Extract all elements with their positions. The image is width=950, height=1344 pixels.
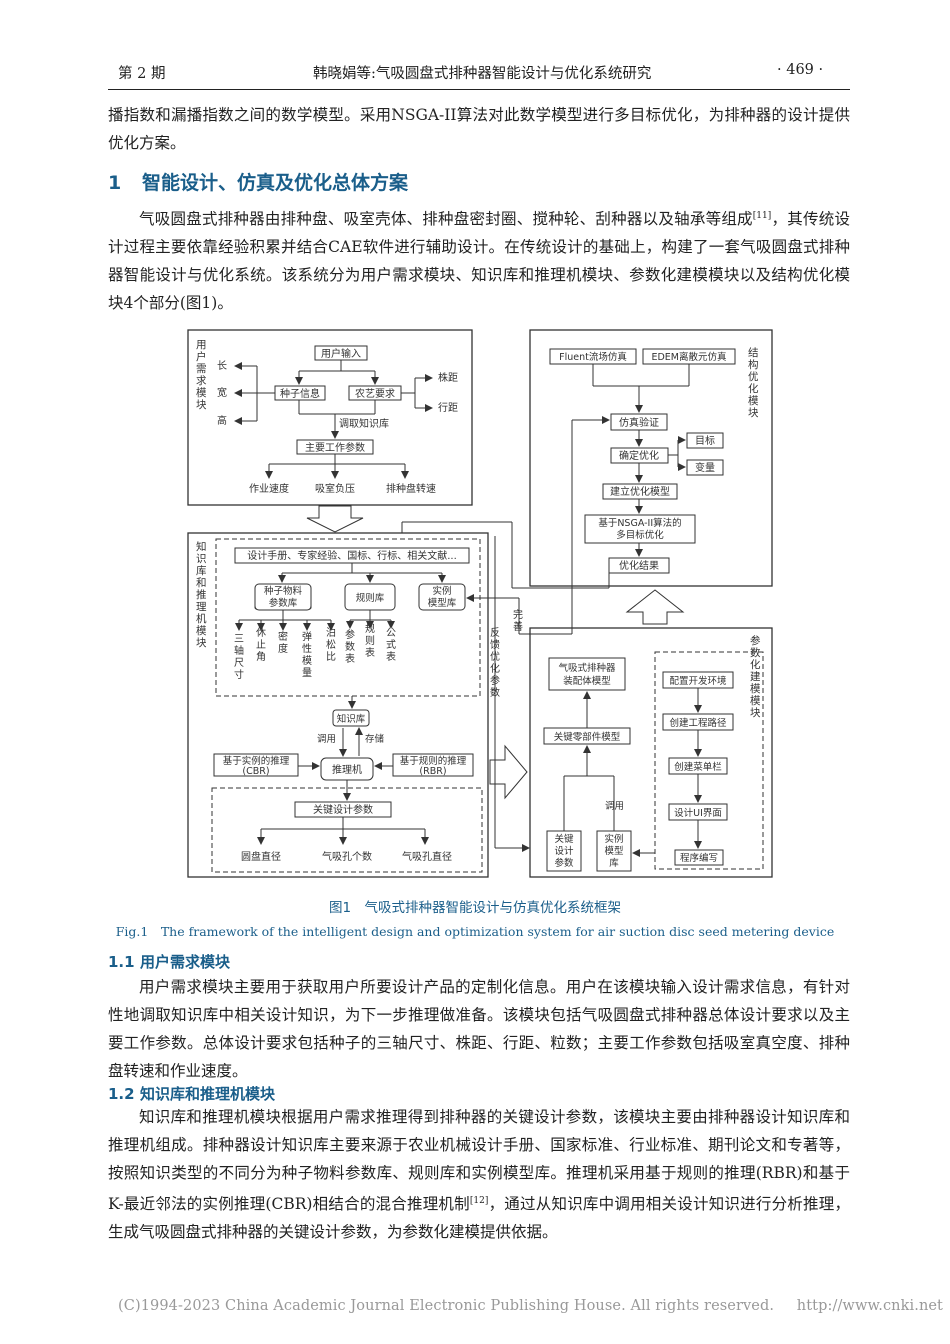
section-title: 智能设计、仿真及优化总体方案 bbox=[142, 172, 409, 194]
figure-caption-cn: 图1 气吸式排种器智能设计与仿真优化系统框架 bbox=[328, 900, 622, 916]
box-rbr-line2: (RBR) bbox=[419, 766, 446, 777]
box-assembly-model-line2: 装配体模型 bbox=[563, 675, 611, 687]
label-length: 长 bbox=[217, 360, 227, 372]
box-create-menu: 创建菜单栏 bbox=[674, 761, 722, 773]
box-target: 目标 bbox=[695, 435, 715, 447]
box-opt-result: 优化结果 bbox=[619, 559, 659, 572]
section-title: 用户需求模块 bbox=[140, 953, 231, 971]
flow-arrow-down bbox=[306, 505, 364, 533]
box-assembly-model: 气吸式排种器 bbox=[558, 662, 616, 674]
box-nsga: 基于NSGA-II算法的 bbox=[598, 517, 681, 529]
footer-url: http://www.cnki.net bbox=[796, 1298, 943, 1314]
module-title-opt: 结构优化模块 bbox=[748, 346, 759, 419]
db-seed-params: 种子物料 bbox=[264, 585, 303, 597]
box-cbr: 基于实例的推理 bbox=[223, 755, 290, 767]
section-1-2-heading: 1.2 知识库和推理机模块 bbox=[108, 1083, 275, 1104]
flow-arrow-up bbox=[625, 589, 685, 625]
label-disc-speed: 排种盘转速 bbox=[386, 482, 436, 495]
copyright-text: (C)1994-2023 China Academic Journal Elec… bbox=[118, 1298, 775, 1314]
para-text: ，通过从知识库中调用相关设计知识进行分析推理，生成气吸圆盘式排种器的关键设计参数… bbox=[108, 1195, 850, 1242]
framework-diagram: 用户需求模块 用户输入 长 宽 高 种子信息 农艺要求 株距 行距 调取知识库 … bbox=[187, 329, 773, 878]
label-row-spacing: 行距 bbox=[438, 401, 458, 414]
box-knowledge-sources: 设计手册、专家经验、国标、行标、相关文献... bbox=[247, 549, 457, 562]
label-call-2: 调用 bbox=[605, 801, 624, 812]
section-1-paragraph: 气吸圆盘式排种器由排种盘、吸室壳体、排种盘密封圈、搅种轮、刮种器以及轴承等组成[… bbox=[108, 202, 850, 317]
box-program: 程序编写 bbox=[680, 852, 718, 864]
box-user-input: 用户输入 bbox=[321, 347, 361, 360]
figure-caption-en: Fig.1 The framework of the intelligent d… bbox=[115, 924, 835, 939]
section-1-1-paragraph: 用户需求模块主要用于获取用户所要设计产品的定制化信息。用户在该模块输入设计需求信… bbox=[108, 978, 850, 1080]
db-rules: 规则库 bbox=[356, 592, 385, 604]
box-fluent-sim: Fluent流场仿真 bbox=[559, 351, 627, 363]
citation: [11] bbox=[752, 211, 772, 221]
box-determine-opt: 确定优化 bbox=[619, 449, 659, 462]
db-case-models: 实例 bbox=[432, 585, 451, 597]
label-plant-spacing: 株距 bbox=[438, 371, 458, 384]
section-1-1-heading: 1.1 用户需求模块 bbox=[108, 951, 230, 972]
section-number: 1.1 bbox=[108, 953, 135, 971]
box-inference-engine: 推理机 bbox=[332, 763, 362, 776]
section-1-2-paragraph: 知识库和推理机模块根据用户需求推理得到排种器的关键设计参数，该模块主要由排种器设… bbox=[108, 1103, 850, 1246]
section-1-heading: 1 智能设计、仿真及优化总体方案 bbox=[108, 168, 408, 195]
box-design-ui: 设计UI界面 bbox=[674, 807, 722, 819]
box-variable: 变量 bbox=[695, 461, 715, 474]
para-text: ，其传统设计过程主要依靠经验积累并结合CAE软件进行辅助设计。在传统设计的基础上… bbox=[108, 210, 850, 313]
header-rule bbox=[108, 89, 850, 90]
intro-paragraph: 播指数和漏播指数之间的数学模型。采用NSGA-II算法对此数学模型进行多目标优化… bbox=[108, 106, 850, 152]
label-feedback-params: 反馈优化参数 bbox=[490, 627, 500, 699]
label-store: 存储 bbox=[365, 733, 385, 745]
label-height: 高 bbox=[217, 414, 227, 427]
label-hole-count: 气吸孔个数 bbox=[322, 850, 372, 863]
box-nsga-line2: 多目标优化 bbox=[616, 529, 664, 541]
box-case-model-lib: 实例模型库 bbox=[604, 833, 624, 869]
citation: [12] bbox=[469, 1196, 489, 1206]
label-work-speed: 作业速度 bbox=[249, 482, 289, 495]
box-key-params: 关键设计参数 bbox=[313, 803, 373, 816]
label-width: 宽 bbox=[217, 386, 227, 399]
para-text: 知识库和推理机模块根据用户需求推理得到排种器的关键设计参数，该模块主要由排种器设… bbox=[108, 1108, 850, 1214]
db-seed-params-line2: 参数库 bbox=[269, 597, 298, 609]
box-edem-sim: EDEM离散元仿真 bbox=[651, 351, 726, 363]
section-number: 1 bbox=[108, 172, 122, 194]
para-text: 气吸圆盘式排种器由排种盘、吸室壳体、排种盘密封圈、搅种轮、刮种器以及轴承等组成 bbox=[139, 210, 753, 229]
label-call-kb: 调取知识库 bbox=[339, 417, 389, 430]
box-seed-info: 种子信息 bbox=[280, 387, 320, 400]
box-build-model: 建立优化模型 bbox=[610, 485, 670, 498]
label-disc-diameter: 圆盘直径 bbox=[241, 850, 281, 863]
page-number: · 469 · bbox=[777, 62, 824, 78]
box-rbr: 基于规则的推理 bbox=[400, 755, 467, 767]
module-title-param: 参数化建模模块 bbox=[750, 634, 761, 719]
box-key-parts-model: 关键零部件模型 bbox=[554, 731, 621, 743]
label-call: 调用 bbox=[317, 734, 336, 745]
label-hole-diameter: 气吸孔直径 bbox=[402, 850, 452, 863]
flow-arrow-right bbox=[489, 744, 528, 800]
copyright-footer: (C)1994-2023 China Academic Journal Elec… bbox=[118, 1298, 943, 1314]
section-number: 1.2 bbox=[108, 1085, 135, 1103]
label-vacuum: 吸室负压 bbox=[315, 482, 355, 495]
module-title-kb: 知识库和推理机模块 bbox=[196, 540, 207, 649]
box-cbr-line2: (CBR) bbox=[242, 766, 269, 777]
db-case-models-line2: 模型库 bbox=[428, 597, 457, 609]
box-create-path: 创建工程路径 bbox=[669, 717, 727, 729]
rule-attribute-labels: 参数表 规则表 公式表 bbox=[345, 622, 396, 665]
section-title: 知识库和推理机模块 bbox=[140, 1085, 276, 1103]
box-config-env: 配置开发环境 bbox=[669, 675, 727, 687]
db-knowledge-base: 知识库 bbox=[337, 713, 366, 725]
module-title-user: 用户需求模块 bbox=[196, 339, 207, 411]
running-title: 韩晓娟等:气吸圆盘式排种器智能设计与优化系统研究 bbox=[313, 66, 652, 82]
box-key-design-params: 关键设计参数 bbox=[554, 833, 574, 869]
issue-number: 第 2 期 bbox=[118, 66, 166, 82]
box-sim-verify: 仿真验证 bbox=[619, 416, 659, 429]
box-main-params: 主要工作参数 bbox=[305, 441, 365, 454]
box-agro-req: 农艺要求 bbox=[355, 387, 395, 400]
label-improve: 完善 bbox=[513, 608, 523, 633]
seed-attribute-labels: 三轴尺寸 休止角 密度 弹性模量 泊松比 bbox=[234, 627, 336, 681]
